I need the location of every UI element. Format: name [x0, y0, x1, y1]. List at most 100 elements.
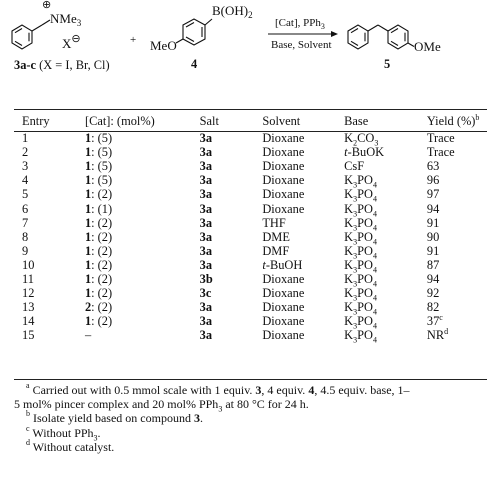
cell-base: CsF [344, 159, 365, 174]
boronic-acid-group: B(OH)2 [212, 3, 253, 20]
cell-solvent-pre: t [262, 257, 266, 272]
cell-base-sub2: 4 [372, 321, 377, 331]
cell-entry: 15 [14, 328, 85, 342]
cell-yield: 94 [426, 271, 440, 286]
cell-salt: 3a [199, 328, 213, 343]
cell-base: K [344, 257, 354, 272]
cell-cat-id: 1 [84, 173, 92, 188]
cell-catalyst: 1: (5) [85, 173, 200, 187]
cell-cat-load: : (2) [91, 215, 113, 230]
header-salt: Salt [199, 113, 219, 128]
cell-entry: 3 [22, 159, 29, 174]
cell-yield: 97 [426, 187, 440, 202]
cell-base: K [344, 201, 354, 216]
cell-entry: 9 [22, 243, 29, 258]
cell-cat-id: 2 [84, 300, 92, 315]
cell-yield: 82 [427, 300, 487, 314]
cell-yield: 92 [426, 286, 440, 301]
cell-base-post: PO [357, 243, 373, 258]
cell-salt: 3a [199, 201, 213, 216]
cell-solvent: -BuOH [265, 257, 303, 272]
cell-entry: 11 [22, 271, 34, 286]
cell-base-sub: 3 [353, 279, 358, 289]
cell-salt: 3a [199, 257, 213, 272]
cell-yield: 37c [427, 314, 487, 329]
table-row: 1 1: (5) 3a Dioxane K2CO3 Trace [14, 131, 487, 147]
cell-base-sub2: 4 [372, 335, 377, 345]
cell-base: K3PO4 [344, 230, 427, 246]
cell-cat-load: : (2) [91, 187, 113, 202]
cell-catalyst: 1: (2) [85, 272, 200, 286]
cell-salt: 3a [200, 328, 263, 342]
c-o-bond-reactant [175, 38, 184, 44]
cell-yield: 97 [427, 187, 487, 201]
cell-salt: 3a [199, 215, 213, 230]
cell-entry: 15 [22, 328, 35, 343]
reaction-scheme: ⊕ NMe3 X⊖ 3a-c (X = I, Br, Cl) + B(OH)2 … [11, 0, 441, 72]
cell-base-post: PO [357, 173, 373, 188]
cell-base-sub: 3 [353, 293, 358, 303]
table-row: 4 1: (5) 3a Dioxane K3PO4 96 [14, 173, 487, 189]
cell-base-sub: 3 [353, 265, 358, 275]
table-row: 8 1: (2) 3a DME K3PO4 90 [14, 230, 487, 246]
cell-base: K [344, 215, 354, 230]
cell-solvent: Dioxane [262, 314, 305, 329]
cell-base-post: PO [357, 201, 373, 216]
cell-base: K [344, 271, 354, 286]
cell-yield: Trace [426, 145, 455, 160]
cell-solvent: Dioxane [262, 201, 305, 216]
cell-solvent: Dioxane [262, 145, 344, 159]
cell-yield: 87 [427, 258, 487, 272]
cell-solvent: Dioxane [262, 173, 305, 188]
header-catalyst: [Cat]: (mol%) [84, 113, 155, 128]
footnote-c: c Without PPh3. [26, 423, 101, 442]
methoxy-reactant: MeO [150, 38, 177, 53]
table-header-row: Entry [Cat]: (mol%) Salt Solvent Base Yi… [14, 110, 487, 131]
cell-catalyst: 1: (2) [85, 216, 200, 230]
cell-base: K3PO4 [344, 201, 427, 218]
cell-entry: 6 [22, 201, 29, 216]
cell-base: K3PO4 [344, 187, 427, 204]
reaction-arrow [268, 31, 338, 37]
cell-entry: 6 [14, 201, 85, 216]
cell-salt: 3a [199, 159, 213, 174]
cell-base-sub: 3 [353, 194, 358, 204]
cell-yield-note: d [444, 327, 449, 337]
cell-salt: 3a [200, 258, 263, 272]
cell-base-sub: 3 [353, 208, 358, 218]
table-body: 1 1: (5) 3a Dioxane K2CO3 Trace 2 1: (5)… [14, 131, 487, 345]
table-row: 2 1: (5) 3a Dioxane t-BuOK Trace [14, 145, 487, 159]
cell-base-sub2: 4 [372, 265, 377, 275]
cell-yield: 82 [426, 300, 440, 315]
cell-base-pre: t [344, 145, 348, 160]
cell-cat-load: – [84, 328, 92, 343]
header-yield: Yield (%)b [426, 112, 480, 128]
cell-salt: 3a [199, 187, 213, 202]
cell-catalyst: 1: (5) [85, 131, 200, 145]
cell-salt: 3a [199, 300, 213, 315]
cell-solvent: Dioxane [262, 131, 305, 146]
cell-entry: 5 [22, 187, 29, 202]
cell-solvent: Dioxane [262, 300, 305, 315]
benzene-ring-product-1 [347, 24, 369, 50]
cell-entry: 10 [14, 258, 85, 272]
cell-salt: 3b [199, 271, 213, 286]
cell-salt: 3a [199, 131, 213, 146]
cell-entry: 12 [22, 286, 35, 301]
cell-solvent: THF [262, 216, 344, 230]
cell-base: K [344, 328, 354, 343]
cell-base-sub2: 4 [372, 208, 377, 218]
benzyl-bond-1 [31, 24, 43, 32]
footnote-b: b Isolate yield based on compound 3. [26, 409, 203, 426]
cell-base: K3PO4 [344, 257, 427, 275]
cell-cat-load: : (5) [91, 131, 113, 146]
cell-yield: Trace [427, 131, 487, 145]
header-solvent: Solvent [262, 113, 301, 128]
cell-entry: 1 [14, 131, 85, 145]
cell-base-sub2: 4 [372, 194, 377, 204]
cell-salt: 3a [200, 314, 263, 328]
cell-cat-id: 1 [84, 145, 92, 160]
cell-base-sub2: 4 [372, 293, 377, 303]
cell-base-sub: 3 [353, 335, 358, 345]
table-row: 3 1: (5) 3a Dioxane CsF 63 [14, 159, 487, 173]
